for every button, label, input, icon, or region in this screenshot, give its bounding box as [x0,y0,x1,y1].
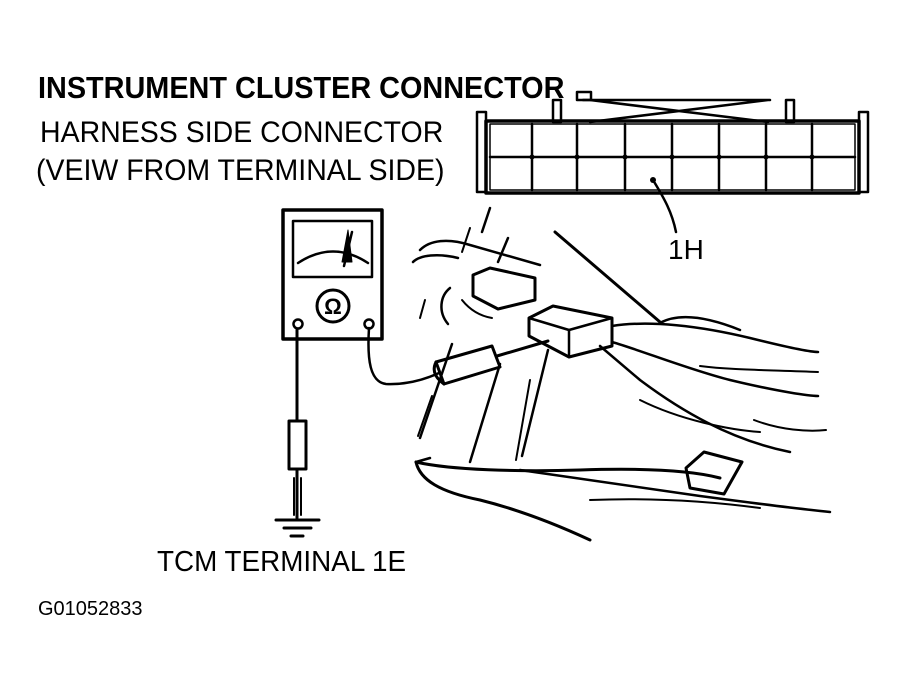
diagram-subtitle: HARNESS SIDE CONNECTOR [40,116,444,149]
ground-terminal-label: TCM TERMINAL 1E [157,546,407,578]
terminal-label-1h: 1H [668,234,704,265]
ohmmeter-icon [281,208,384,341]
harness-connector-plug [471,266,614,359]
ohmmeter-symbol: Ω [324,294,342,319]
figure-id: G01052833 [38,598,143,620]
leader-line-1h [651,178,678,234]
ground-symbol-icon [274,518,321,538]
test-probe-icon [367,326,550,386]
negative-lead [287,328,308,520]
diagram-title: INSTRUMENT CLUSTER CONNECTOR [38,70,565,105]
dashboard-sketch [411,206,832,542]
wiring-harness [553,230,820,454]
diagram-view-note: (VEIW FROM TERMINAL SIDE) [36,154,445,187]
connector-grid-icon [475,90,870,195]
